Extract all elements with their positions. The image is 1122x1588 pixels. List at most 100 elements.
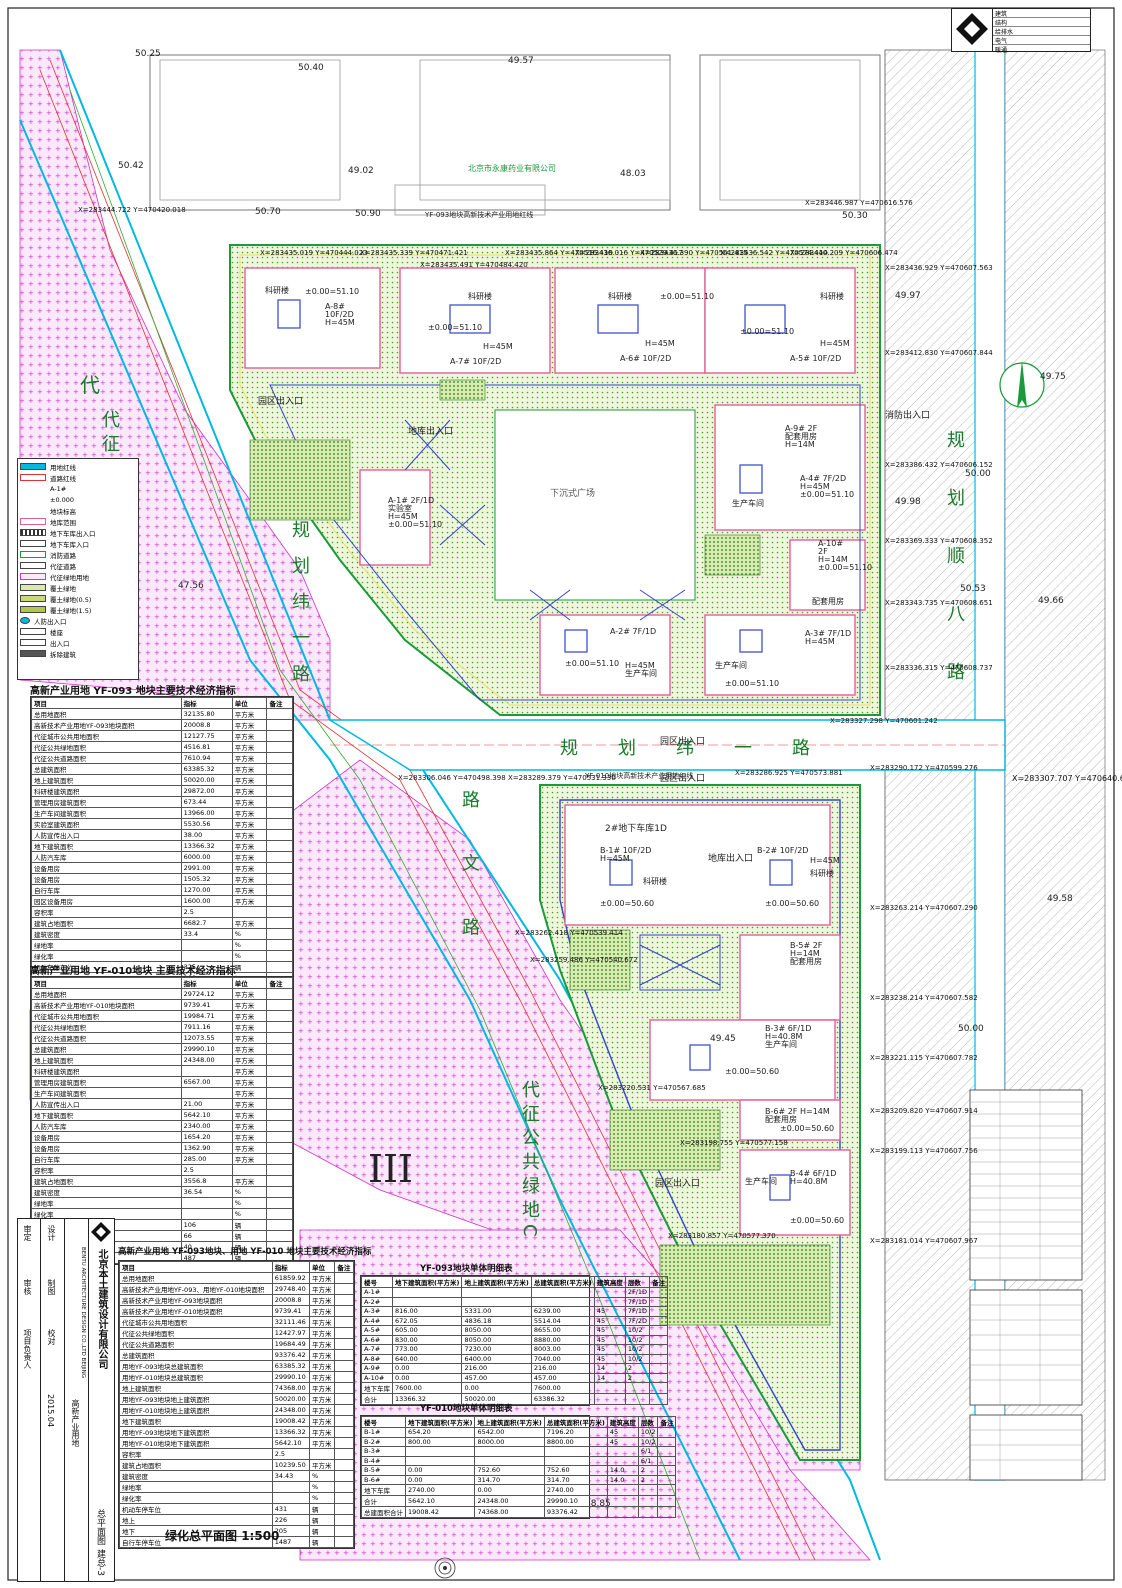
table-cell: 平方米 [231, 1120, 268, 1132]
table-cell: 34.43 [271, 1470, 310, 1482]
table-cell: 辆 [231, 961, 268, 973]
table-cell [404, 1446, 476, 1457]
table-header-cell: 建筑高度 [593, 1276, 626, 1288]
table-cell: 自行车库 [31, 884, 182, 896]
table-header-cell: 指标 [271, 1261, 310, 1273]
table-cell: A-7# [361, 1344, 393, 1355]
table-cell [474, 1446, 545, 1457]
table-cell [266, 1098, 293, 1110]
building-label: ±0.00=51.10 [740, 327, 795, 336]
table-cell: 用地YF-093地块地上建筑面积 [119, 1393, 273, 1405]
table-cell: 代征公共道路面积 [31, 1032, 182, 1044]
north-company-label: 北京市永康药业有限公司 [468, 164, 556, 173]
table-cell [334, 1525, 354, 1537]
table-cell: 29748.40 [271, 1283, 310, 1295]
table-cell: 地上 [119, 1514, 273, 1526]
table-row: 绿地率% [31, 1197, 293, 1209]
table-header-row: 项目指标单位备注 [31, 977, 293, 989]
coordinate: X=283446.987 Y=470616.576 [805, 199, 913, 207]
north-neighbour [149, 54, 881, 216]
company-name-en: BENTU ARCHITECTURE DESIGN CO.,LTD BEIJIN… [80, 1247, 86, 1379]
table-cell: A-9# [361, 1363, 393, 1374]
table-row: 科研楼建筑面积平方米 [31, 1065, 293, 1077]
table-cell: 建筑占地面积 [119, 1459, 273, 1471]
table-cell [266, 1175, 293, 1187]
table-cell: 生产车间建筑面积 [31, 1087, 182, 1099]
table-cell [266, 1109, 293, 1121]
table-cell: 640.00 [391, 1353, 463, 1364]
table-cell: 9739.41 [180, 999, 233, 1011]
building-label: A-2# 7F/1D [610, 627, 657, 636]
table-cell: 29990.10 [543, 1495, 608, 1507]
coordinate: X=283307.707 Y=470640.637 [1012, 774, 1122, 783]
schedule-box-3 [969, 1414, 1083, 1481]
table-cell: 平方米 [308, 1305, 336, 1317]
approval-stamp: 建筑 结构 给排水 电气 暖通 [951, 8, 1091, 54]
west-road-label: 规划纬一路 [289, 520, 310, 700]
table-cell: 20008.8 [271, 1294, 310, 1306]
table-cell: 5530.56 [180, 818, 233, 830]
table-cell: 科研楼建筑面积 [31, 1065, 182, 1077]
table-cell: 2 [624, 1372, 651, 1383]
table-cell [657, 1465, 677, 1476]
table-cell [266, 1186, 293, 1198]
table-cell [266, 928, 293, 940]
coordinate: X=283180.857 Y=470577.370 [668, 1232, 776, 1240]
coordinate: X=283286.925 Y=470573.881 [735, 769, 843, 777]
table-010-title: 高新产业用地 YF-010地块 主要技术经济指标 [30, 966, 236, 977]
table-cell: 33.4 [180, 928, 233, 940]
table-cell: 平方米 [231, 1032, 268, 1044]
table-cell: 12427.97 [271, 1327, 310, 1339]
table-cell: 19684.49 [271, 1338, 310, 1350]
coordinate: X=283262.418 Y=470539.414 [515, 929, 623, 937]
table-cell [266, 1043, 293, 1055]
table-cell: 74368.00 [271, 1382, 310, 1394]
sunken-plaza [494, 409, 696, 601]
table-cell [266, 1208, 293, 1220]
building-label: H=45M [483, 342, 513, 351]
table-cell: 6/1 [637, 1446, 659, 1457]
table-cell: 平方米 [231, 763, 268, 775]
table-cell [593, 1393, 626, 1405]
table-cell: % [231, 1208, 268, 1220]
north-arrow-icon [999, 360, 1045, 408]
table-cell: 800.00 [404, 1436, 476, 1447]
table-cell: 地上建筑面积 [31, 774, 182, 786]
table-cell: 7230.00 [461, 1344, 532, 1355]
table-cell: 21.00 [180, 1098, 233, 1110]
building-label: ±0.00=51.10 [725, 679, 780, 688]
table-cell: 10/2 [624, 1325, 651, 1336]
table-cell: 平方米 [308, 1437, 336, 1449]
table-cell [391, 1296, 463, 1307]
table-header-cell: 备注 [657, 1416, 677, 1428]
table-cell: 平方米 [308, 1459, 336, 1471]
table-cell [180, 1087, 233, 1099]
elevation: 49.45 [710, 1034, 736, 1044]
table-cell [266, 939, 293, 951]
table-cell: B-4# [361, 1455, 406, 1466]
table-cell: 45 [606, 1427, 639, 1438]
table-cell [657, 1506, 677, 1518]
building-label: 科研楼 [810, 869, 834, 878]
table-cell: 平方米 [308, 1338, 336, 1350]
building-label: ±0.00=51.10 [428, 323, 483, 332]
table-cell: A-1# [361, 1287, 393, 1298]
table-cell [404, 1455, 476, 1466]
table-cell: 辆 [231, 1219, 268, 1231]
table-cell [334, 1294, 354, 1306]
table-cell: 平方米 [231, 884, 268, 896]
